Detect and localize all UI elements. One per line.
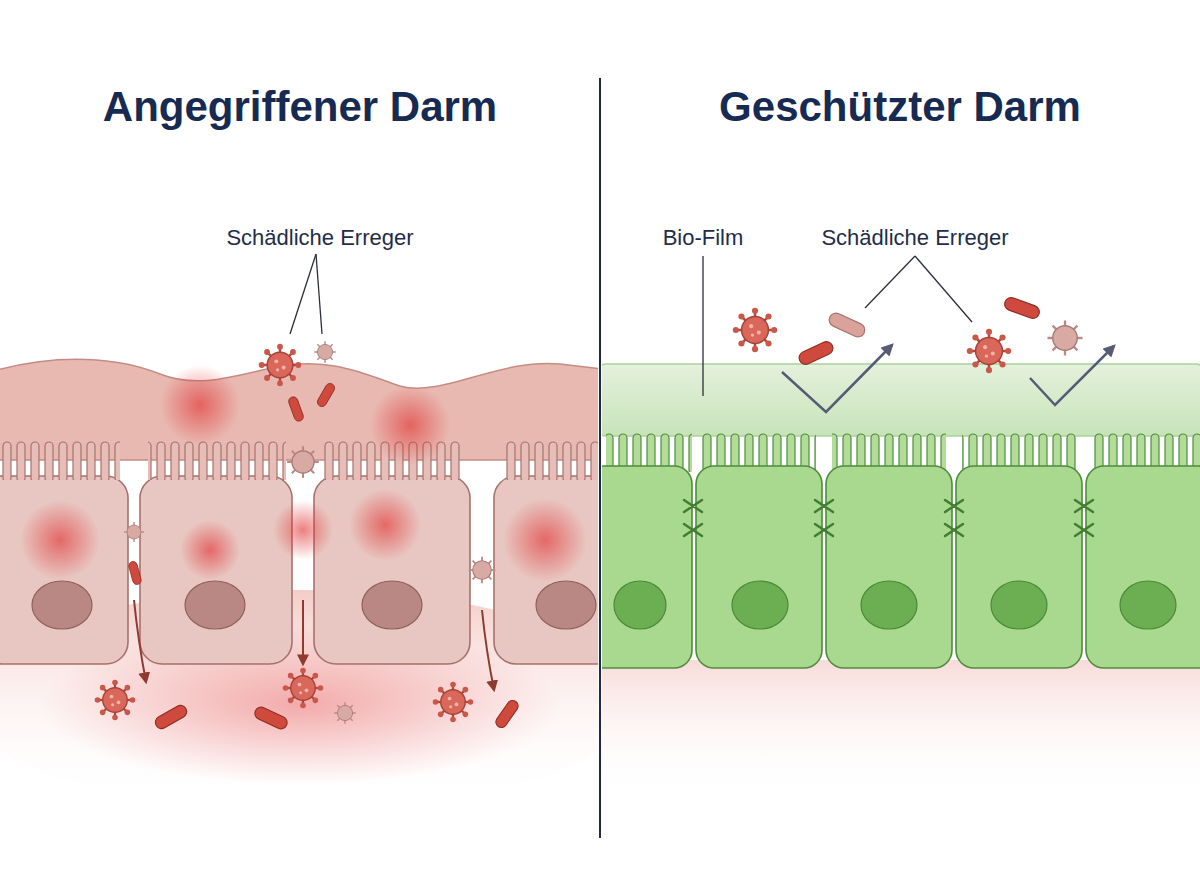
layer-label: Bio-Film: [663, 225, 744, 251]
panel-title: Angegriffener Darm: [103, 83, 497, 131]
pathogen-label: Schädliche Erreger: [226, 225, 413, 251]
panel-heading: Geschützter Darm: [600, 62, 1200, 152]
panel-title: Geschützter Darm: [719, 83, 1081, 131]
panel-heading: Angegriffener Darm: [0, 62, 600, 152]
pathogen-label: Schädliche Erreger: [821, 225, 1008, 251]
